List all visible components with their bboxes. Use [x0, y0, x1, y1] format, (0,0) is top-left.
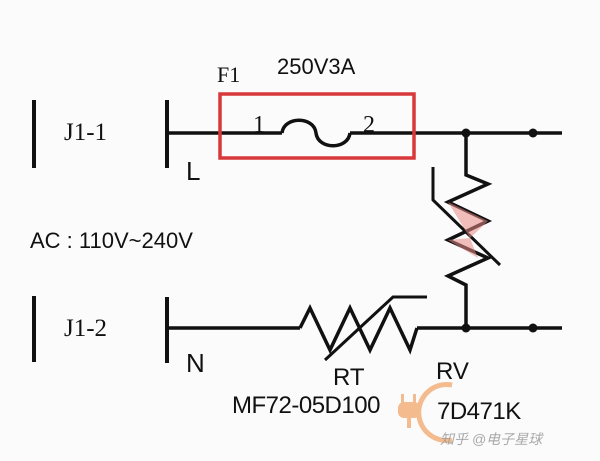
live-line-label: L: [186, 156, 201, 186]
ac-input-spec: AC : 110V~240V: [30, 228, 193, 253]
fuse-highlight-box: [218, 92, 416, 160]
thermistor-nonlinear-mark: [323, 295, 427, 362]
junction-dot-neutral-varistor: [461, 323, 471, 333]
fuse-pin2-label: 2: [363, 112, 375, 138]
fuse-rating-label: 250V3A: [277, 54, 356, 79]
varistor-ref-label: RV: [436, 358, 469, 385]
varistor-part-number: 7D471K: [437, 398, 521, 425]
neutral-line-label: N: [186, 348, 205, 378]
varistor-nonlinear-mark: [431, 167, 502, 267]
fuse-ref-label: F1: [217, 62, 241, 87]
thermistor-ref-label: RT: [333, 364, 365, 391]
varistor-tint: [448, 202, 488, 258]
junction-dot-neutral-output: [528, 323, 538, 333]
fuse-pin1-label: 1: [253, 112, 265, 138]
connector-j1-2-label: J1-2: [64, 315, 108, 342]
watermark-text: 知乎 @电子星球: [440, 431, 543, 447]
thermistor-part-number: MF72-05D100: [232, 392, 380, 419]
connector-j1-1-label: J1-1: [64, 119, 108, 146]
junction-dot-live-output: [528, 128, 538, 138]
junction-dot-live-varistor: [461, 128, 471, 138]
fuse-symbol: [280, 118, 352, 148]
watermark-logo: [398, 382, 453, 443]
